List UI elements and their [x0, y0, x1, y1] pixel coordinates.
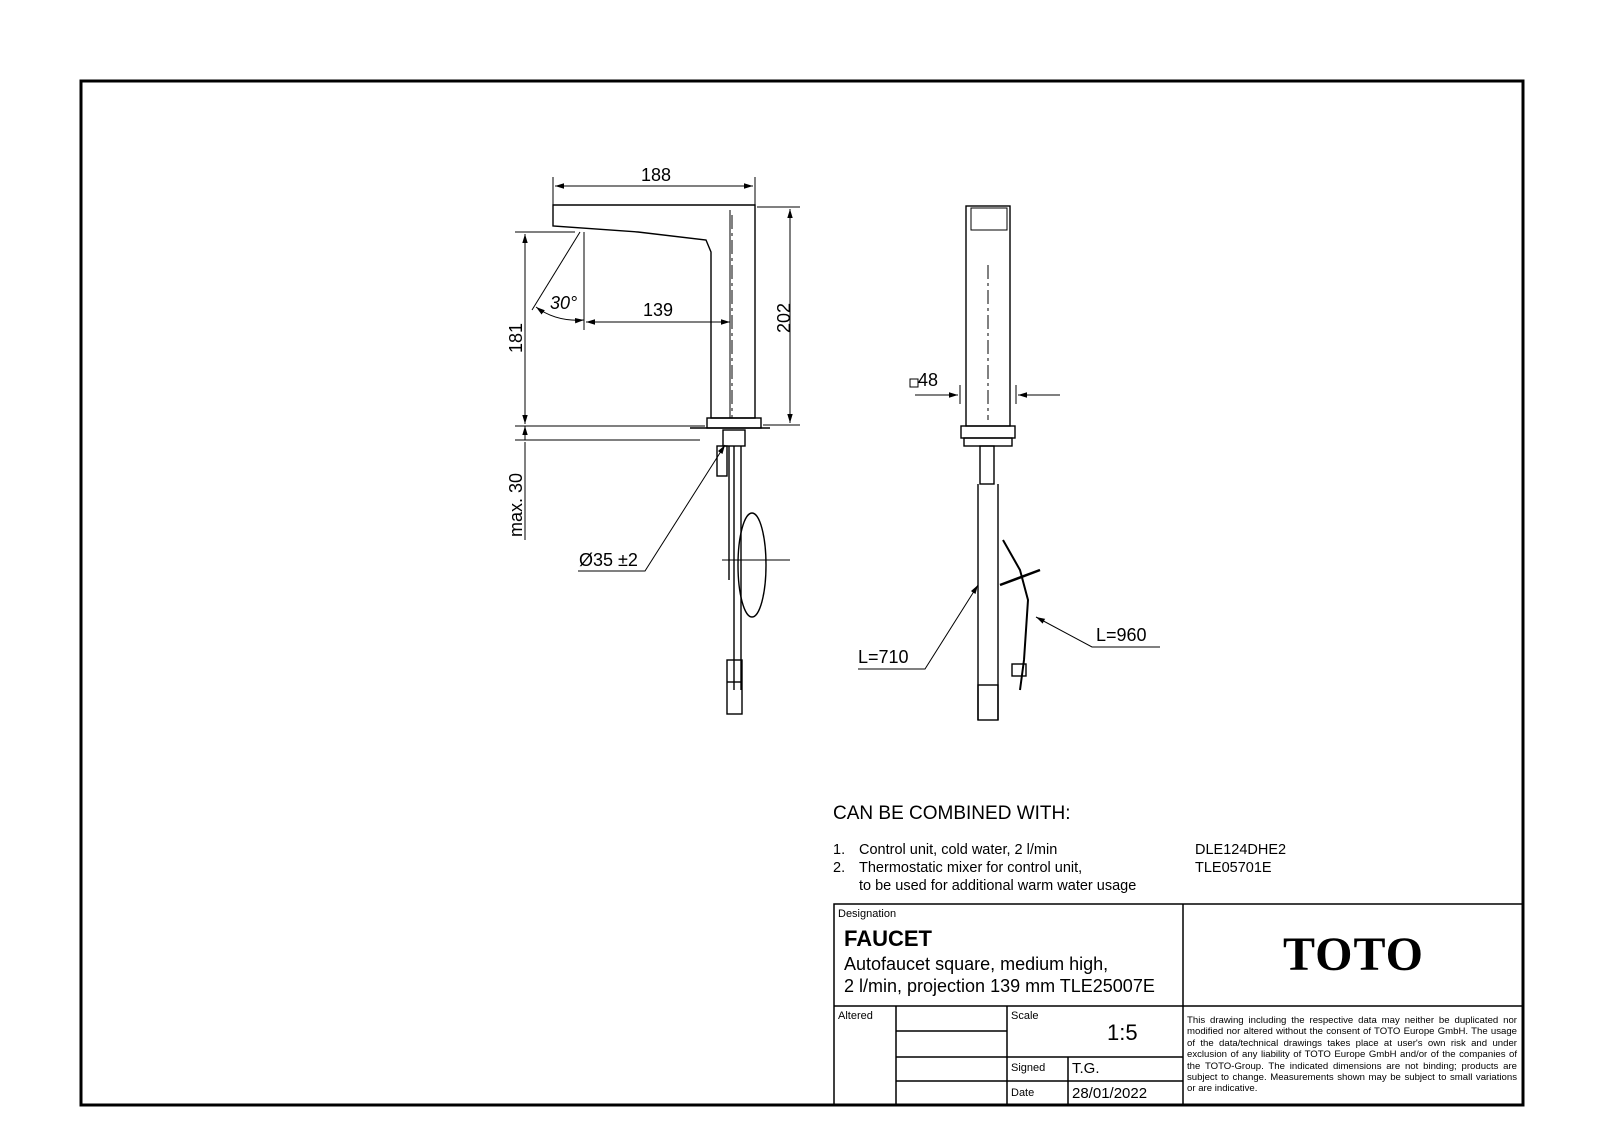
description-line-1: Autofaucet square, medium high, [844, 954, 1109, 974]
signed-label: Signed [1011, 1062, 1046, 1074]
dim-181: 181 [506, 323, 526, 353]
combo-item-code: TLE05701E [1195, 860, 1272, 876]
combo-item-number: 1. [833, 842, 846, 858]
side-view [515, 177, 800, 715]
side-cable-loop [737, 512, 767, 618]
dim-48: 48 [918, 370, 938, 390]
combo-item-number: 2. [833, 860, 846, 876]
dim-710: L=710 [858, 647, 909, 667]
front-cable [1002, 539, 1030, 691]
date-label: Date [1011, 1087, 1035, 1099]
designation-title: FAUCET [844, 926, 932, 951]
designation-label: Designation [838, 908, 897, 920]
title-block-grid [833, 903, 1524, 1106]
front-view [858, 205, 1160, 721]
sheet-border [79, 79, 1525, 1107]
altered-label: Altered [838, 1010, 873, 1022]
dim-max30: max. 30 [506, 473, 526, 537]
signed-value: T.G. [1072, 1060, 1100, 1077]
dim-diameter: Ø35 ±2 [579, 550, 638, 570]
dim-139: 139 [643, 300, 673, 320]
combo-item-text: Thermostatic mixer for control unit, [859, 860, 1083, 876]
side-base [706, 417, 762, 429]
dim-202: 202 [774, 303, 794, 333]
faucet-side-outline [552, 204, 756, 419]
angle-arc [535, 306, 585, 324]
dim-angle: 30° [550, 293, 577, 313]
combined-heading: CAN BE COMBINED WITH: [833, 803, 1071, 824]
description-line-2: 2 l/min, projection 139 mm TLE25007E [844, 976, 1155, 996]
dim-960: L=960 [1096, 625, 1147, 645]
combo-item-code: DLE124DHE2 [1195, 842, 1287, 858]
combo-item-text: to be used for additional warm water usa… [859, 878, 1137, 894]
diameter-leader [643, 444, 726, 572]
leader-960 [1035, 616, 1160, 648]
disclaimer-text: This drawing including the respective da… [1187, 1015, 1517, 1095]
title-block: Designation FAUCET Autofaucet square, me… [834, 904, 1523, 1105]
toto-logo: TOTO [1283, 928, 1424, 981]
scale-value: 1:5 [1107, 1020, 1138, 1045]
date-value: 28/01/2022 [1072, 1085, 1148, 1102]
dim-188: 188 [641, 165, 671, 185]
combo-item-text: Control unit, cold water, 2 l/min [859, 842, 1058, 858]
designation-description: Autofaucet square, medium high, 2 l/min,… [844, 953, 1155, 997]
leader-710 [858, 584, 979, 670]
scale-label: Scale [1011, 1010, 1039, 1022]
